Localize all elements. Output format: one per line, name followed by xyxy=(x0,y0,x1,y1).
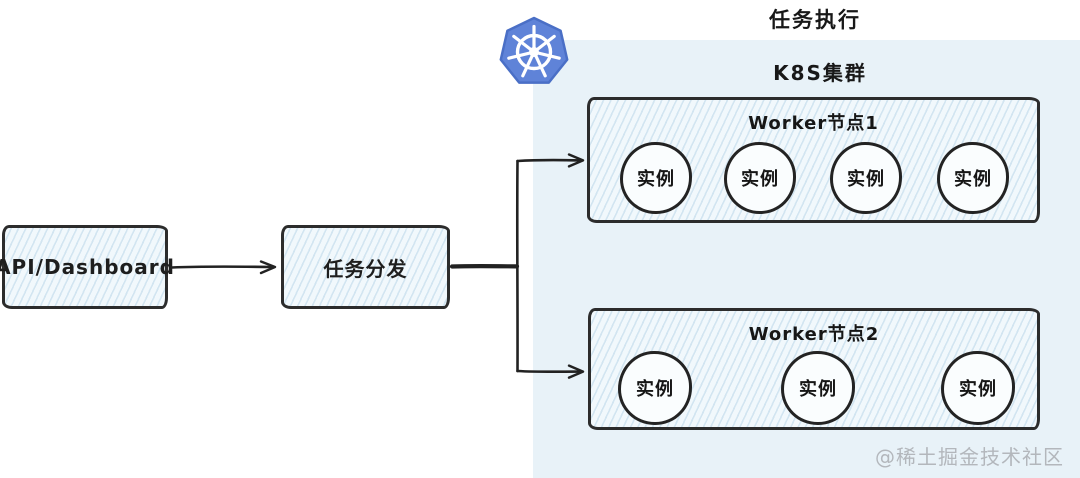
node-worker-1-title: Worker节点1 xyxy=(748,113,879,134)
node-api-dashboard-label: API/Dashboard xyxy=(0,255,175,279)
instance-circle: 实例 xyxy=(937,142,1009,214)
node-task-dispatch-label: 任务分发 xyxy=(323,256,408,281)
k8s-cluster-label: K8S集群 xyxy=(773,61,867,85)
watermark: @稀土掘金技术社区 xyxy=(875,445,1064,469)
instance-circle: 实例 xyxy=(830,142,902,214)
instance-circle: 实例 xyxy=(941,351,1015,425)
node-worker-1: Worker节点1 实例 实例 实例 实例 xyxy=(587,97,1040,223)
instance-circle: 实例 xyxy=(618,351,692,425)
node-task-dispatch: 任务分发 xyxy=(281,225,450,309)
node-worker-2: Worker节点2 实例 实例 实例 xyxy=(588,308,1040,430)
node-worker-2-title: Worker节点2 xyxy=(748,324,880,345)
diagram-title: 任务执行 xyxy=(769,8,861,32)
node-api-dashboard: API/Dashboard xyxy=(0,225,174,309)
instance-circle: 实例 xyxy=(724,142,796,214)
instance-circle: 实例 xyxy=(781,351,855,425)
instance-circle: 实例 xyxy=(620,142,692,214)
kubernetes-icon xyxy=(499,16,569,84)
